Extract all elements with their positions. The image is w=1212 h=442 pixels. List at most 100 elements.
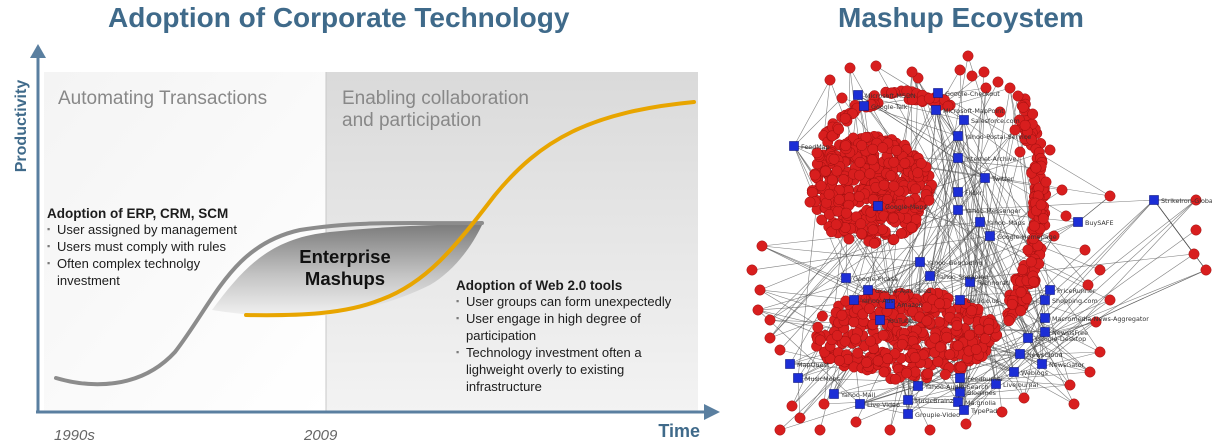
network-edge [797,79,831,379]
network-red-node [850,335,862,347]
network-red-node [848,139,860,151]
network-edge [855,209,959,423]
network-red-node [1034,206,1046,218]
network-edge [1041,299,1046,365]
network-red-node [890,373,901,385]
network-edge [769,109,937,339]
network-hub-node [1015,349,1025,359]
network-red-node [856,158,868,170]
network-red-node [865,136,877,148]
network-red-node [809,196,821,208]
network-red-node [899,153,911,165]
network-red-node [864,303,875,315]
network-red-node [844,144,856,156]
network-node-label: Technorati [976,279,1010,287]
network-edge [791,221,981,407]
network-red-node [841,115,853,127]
network-edge [875,65,1043,365]
network-red-node [1038,182,1050,194]
network-red-node [888,180,900,192]
network-edge [769,135,959,339]
network-red-node [883,208,895,220]
network-red-node [872,359,884,371]
network-red-node [884,424,896,436]
network-red-node [878,366,890,378]
network-red-node [842,351,854,363]
network-red-node [938,358,950,370]
network-edge [857,94,1071,386]
network-red-node [897,151,909,162]
network-red-node [860,293,872,305]
network-red-node [888,140,900,151]
network-red-node [822,353,834,365]
network-red-node [962,314,974,326]
network-red-node [847,150,859,162]
network-red-node [848,138,860,150]
network-red-node [834,155,846,167]
network-hub-node [933,88,943,98]
network-red-node [916,89,928,101]
network-red-node [843,136,855,148]
network-red-node [851,327,863,339]
web20-bullet: User groups can form unexpectedly [456,293,692,310]
network-red-node [1017,294,1029,306]
network-edge [791,177,986,407]
network-red-node [1026,167,1038,179]
network-red-node [923,317,935,329]
network-edge [963,199,1197,411]
network-red-node [965,307,977,319]
erp-bullet: User assigned by management [47,221,277,238]
network-edge [1019,269,1207,355]
network-red-node [903,224,915,236]
network-red-node [853,295,865,307]
network-red-node [1003,307,1015,319]
network-red-node [928,305,940,317]
network-red-node [923,185,935,197]
network-edge [889,71,913,305]
network-edge [937,92,1029,339]
network-hub-node [885,299,895,309]
network-node-label: Google-Maps [885,203,927,211]
network-red-node [809,169,821,181]
network-red-node [888,335,900,346]
network-red-node [816,165,828,177]
network-red-node [882,152,894,164]
network-red-node [856,133,868,145]
network-red-node [834,355,845,367]
network-edge [757,261,921,311]
network-red-node [866,154,878,166]
network-red-node [1031,152,1043,164]
network-red-node [907,222,919,234]
network-red-node [896,338,908,350]
network-red-node [951,320,963,331]
network-red-node [1028,197,1039,209]
network-edge [957,235,1055,403]
network-red-node [816,152,828,163]
network-red-node [972,338,984,350]
network-edge [1044,199,1155,301]
network-red-node [868,149,880,161]
network-edge [963,119,1051,291]
network-red-node [874,356,886,368]
network-red-node [860,101,872,113]
network-red-node [964,329,975,341]
network-red-node [756,240,768,252]
network-node-label: MapQuest [797,361,830,369]
network-red-node [910,293,922,305]
network-red-node [840,191,852,203]
network-red-node [959,304,971,316]
enterprise-mashups-label: Enterprise Mashups [290,246,400,290]
network-red-node [910,217,922,229]
network-red-node [837,222,849,234]
network-red-node [1035,211,1047,223]
network-hub-node [953,397,963,407]
network-red-node [934,348,946,360]
network-edge [911,71,937,111]
network-red-node [858,145,870,157]
network-red-node [838,193,850,205]
network-red-node [899,151,911,163]
network-edge [929,221,981,277]
network-red-node [1068,398,1080,410]
network-red-node [923,194,935,206]
network-red-node [1029,240,1040,252]
